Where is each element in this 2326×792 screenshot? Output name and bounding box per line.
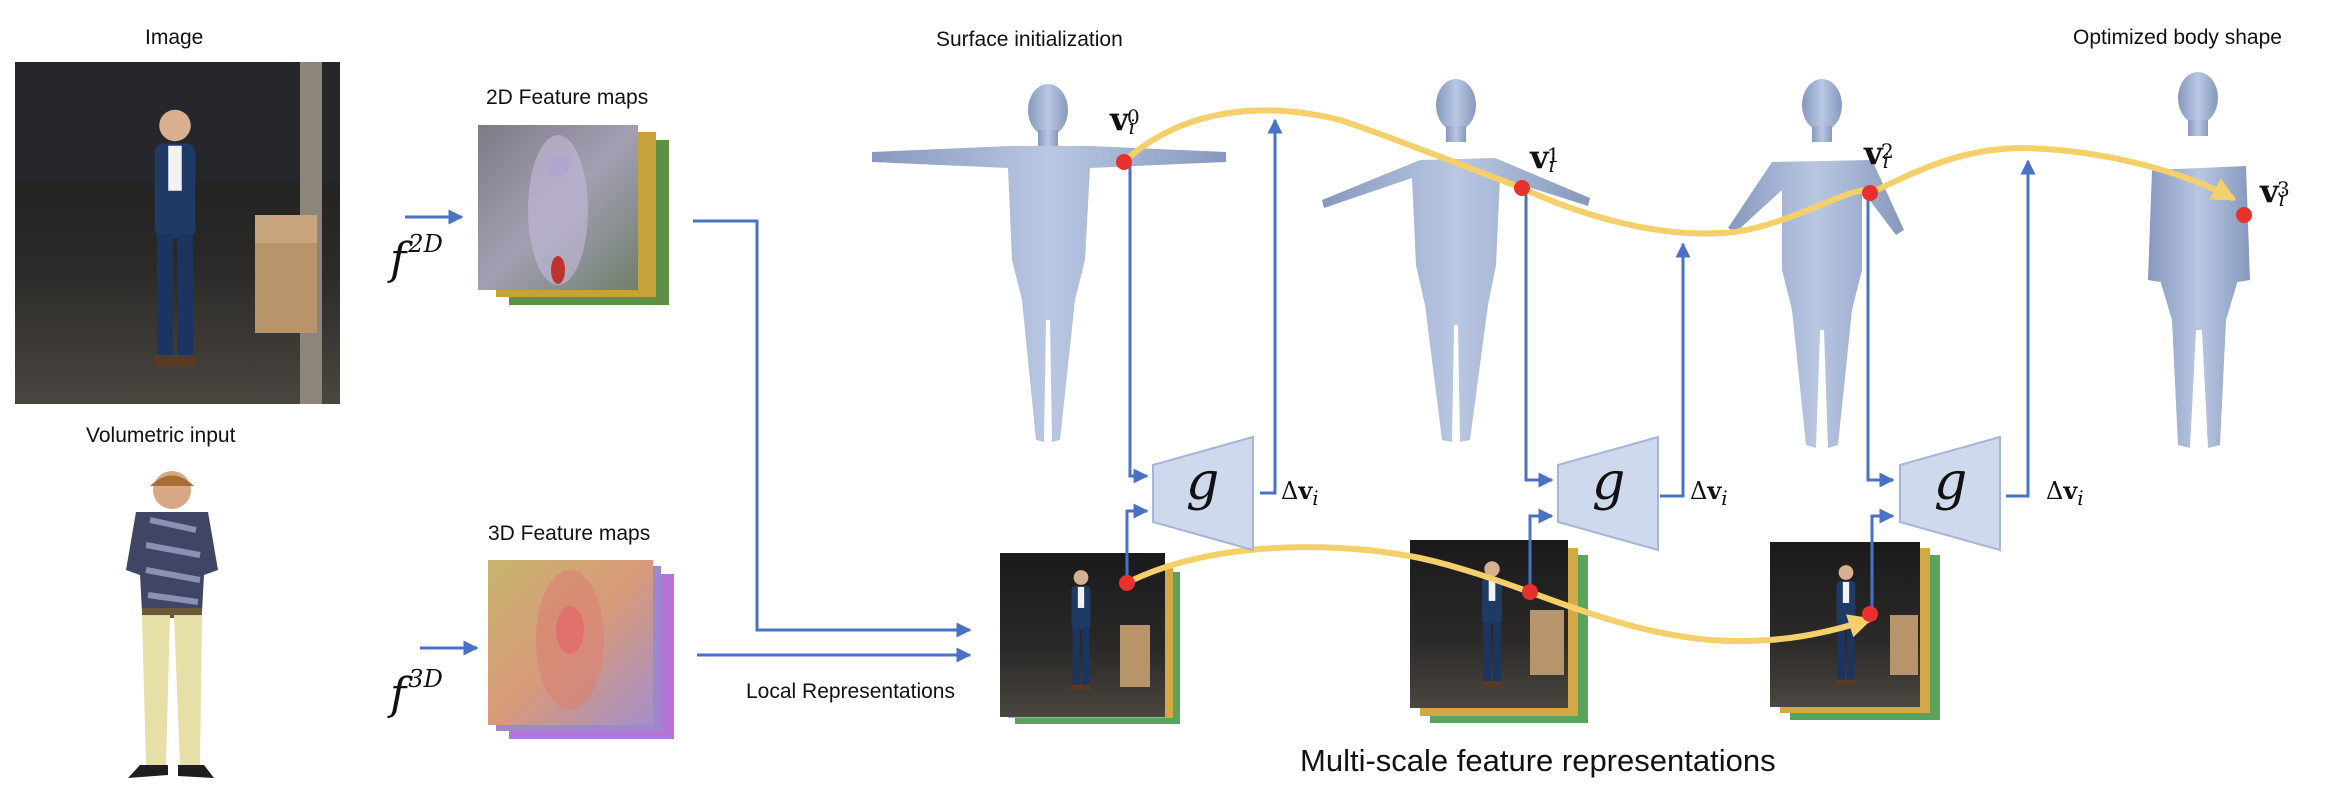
g-network-block-1 (1152, 435, 1254, 552)
g-label-2: g (1592, 452, 1626, 512)
vertex-point-1 (1514, 180, 1530, 196)
vertex-label-3: vi3 (2260, 172, 2290, 212)
optimization-path (1121, 107, 2237, 237)
3d-feature-maps-stack (488, 560, 674, 739)
body-mesh-2 (1728, 79, 1904, 448)
vertex-label-1: vi1 (1530, 138, 1560, 178)
volumetric-input-figure (126, 471, 218, 778)
optimized-body-shape-label: Optimized body shape (2073, 26, 2282, 49)
vertex-point-3 (2236, 207, 2252, 223)
2d-feature-maps-label: 2D Feature maps (486, 86, 649, 109)
multiscale-stack-2 (1410, 540, 1588, 723)
f3d-symbol: f3D (390, 665, 443, 720)
vertex-label-0: vi0 (1110, 100, 1140, 140)
volumetric-input-label: Volumetric input (86, 424, 236, 447)
stage-3-arrows (1866, 159, 2036, 615)
body-mesh-3 (2148, 72, 2250, 448)
stage-1-arrows (1125, 118, 1283, 583)
f2d-symbol: f2D (390, 230, 443, 285)
multiscale-stack-3 (1770, 542, 1940, 720)
g-label-3: g (1934, 452, 1968, 512)
g-network-block-2 (1557, 435, 1659, 552)
vertex-label-2: vi2 (1864, 134, 1894, 174)
feature-point-2 (1522, 584, 1538, 600)
delta-v-label-3: Δvi (2046, 476, 2084, 510)
image-label: Image (145, 26, 204, 49)
delta-v-label-2: Δvi (1690, 476, 1728, 510)
feature-point-1 (1119, 575, 1135, 591)
body-mesh-1 (1322, 79, 1590, 442)
surface-initialization-label: Surface initialization (936, 28, 1123, 51)
g-network-block-3 (1899, 435, 2001, 552)
stage-2-arrows (1524, 190, 1691, 590)
local-representations-label: Local Representations (746, 680, 955, 703)
g-label-1: g (1186, 452, 1220, 512)
delta-v-label-1: Δvi (1281, 476, 1319, 510)
feature-point-3 (1862, 606, 1878, 622)
multiscale-caption: Multi-scale feature representations (1300, 743, 1776, 778)
body-mesh-0 (872, 84, 1226, 442)
feat2d-to-local-arrow (693, 219, 972, 638)
input-image (15, 62, 340, 404)
2d-feature-maps-stack (478, 125, 669, 305)
multiscale-stack-1 (1000, 553, 1180, 724)
3d-feature-maps-label: 3D Feature maps (488, 522, 651, 545)
vertex-point-2 (1862, 185, 1878, 201)
vertex-point-0 (1116, 154, 1132, 170)
